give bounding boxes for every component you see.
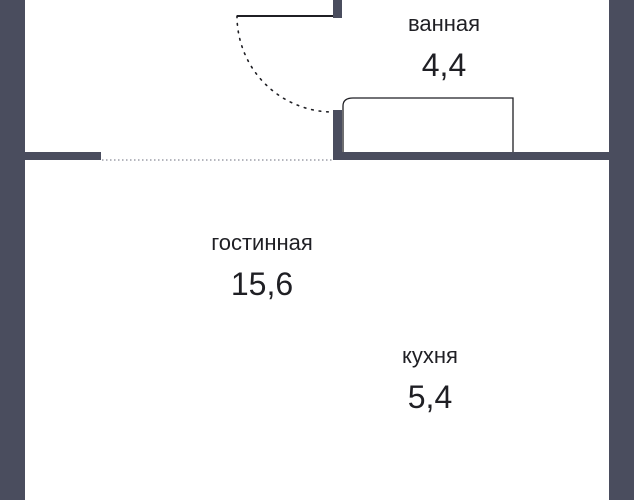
room-name: гостинная (211, 230, 313, 255)
room-name: ванная (407, 11, 481, 36)
bathtub (342, 97, 514, 152)
partition-wall-right-segment (333, 152, 609, 160)
room-name: кухня (402, 343, 458, 368)
bathroom-wall-upper (333, 0, 342, 18)
room-label-kitchen: кухня 5,4 (370, 343, 490, 415)
room-label-living: гостинная 15,6 (192, 230, 332, 302)
room-area: 4,4 (421, 47, 467, 83)
room-area: 15,6 (230, 266, 294, 302)
room-label-bathroom: ванная 4,4 (384, 11, 504, 83)
bathroom-door-swing-arc (236, 15, 334, 113)
left-exterior-wall (0, 0, 25, 500)
right-exterior-wall (609, 0, 634, 500)
bathroom-wall-lower (333, 110, 342, 160)
partition-wall-left-segment (25, 152, 101, 160)
room-area: 5,4 (407, 379, 453, 415)
